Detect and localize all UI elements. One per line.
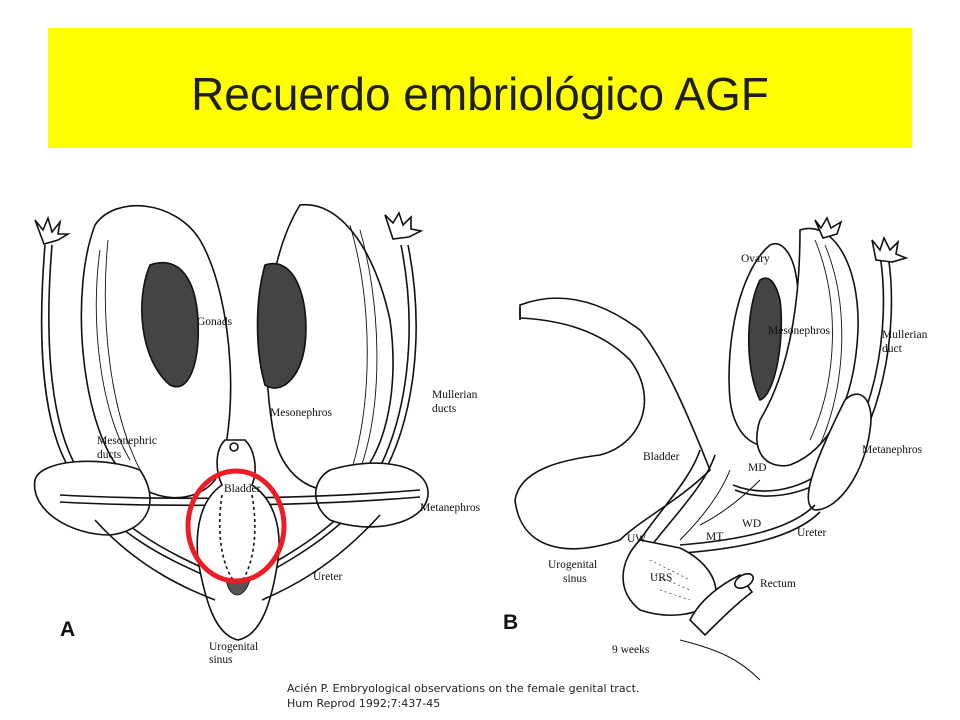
label-wd: WD bbox=[742, 518, 761, 530]
label-age: 9 weeks bbox=[612, 644, 650, 656]
figure-b-drawing bbox=[514, 216, 909, 681]
label-metanephros-b: Metanephros bbox=[862, 444, 923, 456]
label-urogenital-sinus-2: sinus bbox=[209, 654, 233, 666]
citation-line-1: Acién P. Embryological observations on t… bbox=[287, 682, 640, 695]
title-banner: Recuerdo embriológico AGF bbox=[48, 28, 912, 148]
label-bladder-a: Bladder bbox=[224, 483, 261, 495]
citation-line-2: Hum Reprod 1992;7:437-45 bbox=[287, 697, 441, 710]
label-md: MD bbox=[748, 462, 767, 474]
label-bladder-b: Bladder bbox=[643, 451, 680, 463]
label-urogenital-sinus-b-2: sinus bbox=[563, 573, 587, 585]
panel-label-a: A bbox=[60, 618, 75, 641]
label-metanephros-a: Metanephros bbox=[420, 502, 481, 514]
label-mesonephric-ducts-1: Mesonephric bbox=[97, 435, 157, 447]
label-urs: URS bbox=[650, 572, 672, 584]
slide-title: Recuerdo embriológico AGF bbox=[191, 68, 769, 120]
label-mullerian-duct-2: duct bbox=[882, 343, 903, 355]
figure-b-labels: Ovary Mesonephros Mullerian duct Metanep… bbox=[503, 253, 928, 656]
label-mesonephros-b: Mesonephros bbox=[768, 325, 830, 337]
citation: Acién P. Embryological observations on t… bbox=[287, 681, 639, 711]
highlight-circle bbox=[185, 468, 287, 584]
label-mesonephros-a: Mesonephros bbox=[270, 407, 332, 419]
label-mesonephric-ducts-2: ducts bbox=[97, 449, 122, 461]
label-mullerian-ducts-1: Mullerian bbox=[432, 389, 478, 401]
label-mt: MT bbox=[706, 531, 723, 543]
label-uw: UW bbox=[627, 533, 646, 545]
label-rectum: Rectum bbox=[760, 578, 796, 590]
label-ovary: Ovary bbox=[741, 253, 770, 265]
figure-a-drawing bbox=[33, 203, 429, 641]
label-mullerian-duct-1: Mullerian bbox=[882, 329, 928, 341]
label-gonads: Gonads bbox=[197, 316, 233, 328]
panel-label-b: B bbox=[503, 611, 518, 634]
label-ureter-b: Ureter bbox=[797, 527, 827, 539]
label-mullerian-ducts-2: ducts bbox=[432, 403, 457, 415]
label-urogenital-sinus-b-1: Urogenital bbox=[548, 559, 597, 571]
figure-a-labels: Gonads Mesonephros Mullerian ducts Meson… bbox=[60, 316, 481, 666]
label-ureter-a: Ureter bbox=[313, 571, 343, 583]
label-urogenital-sinus-1: Urogenital bbox=[209, 641, 258, 653]
